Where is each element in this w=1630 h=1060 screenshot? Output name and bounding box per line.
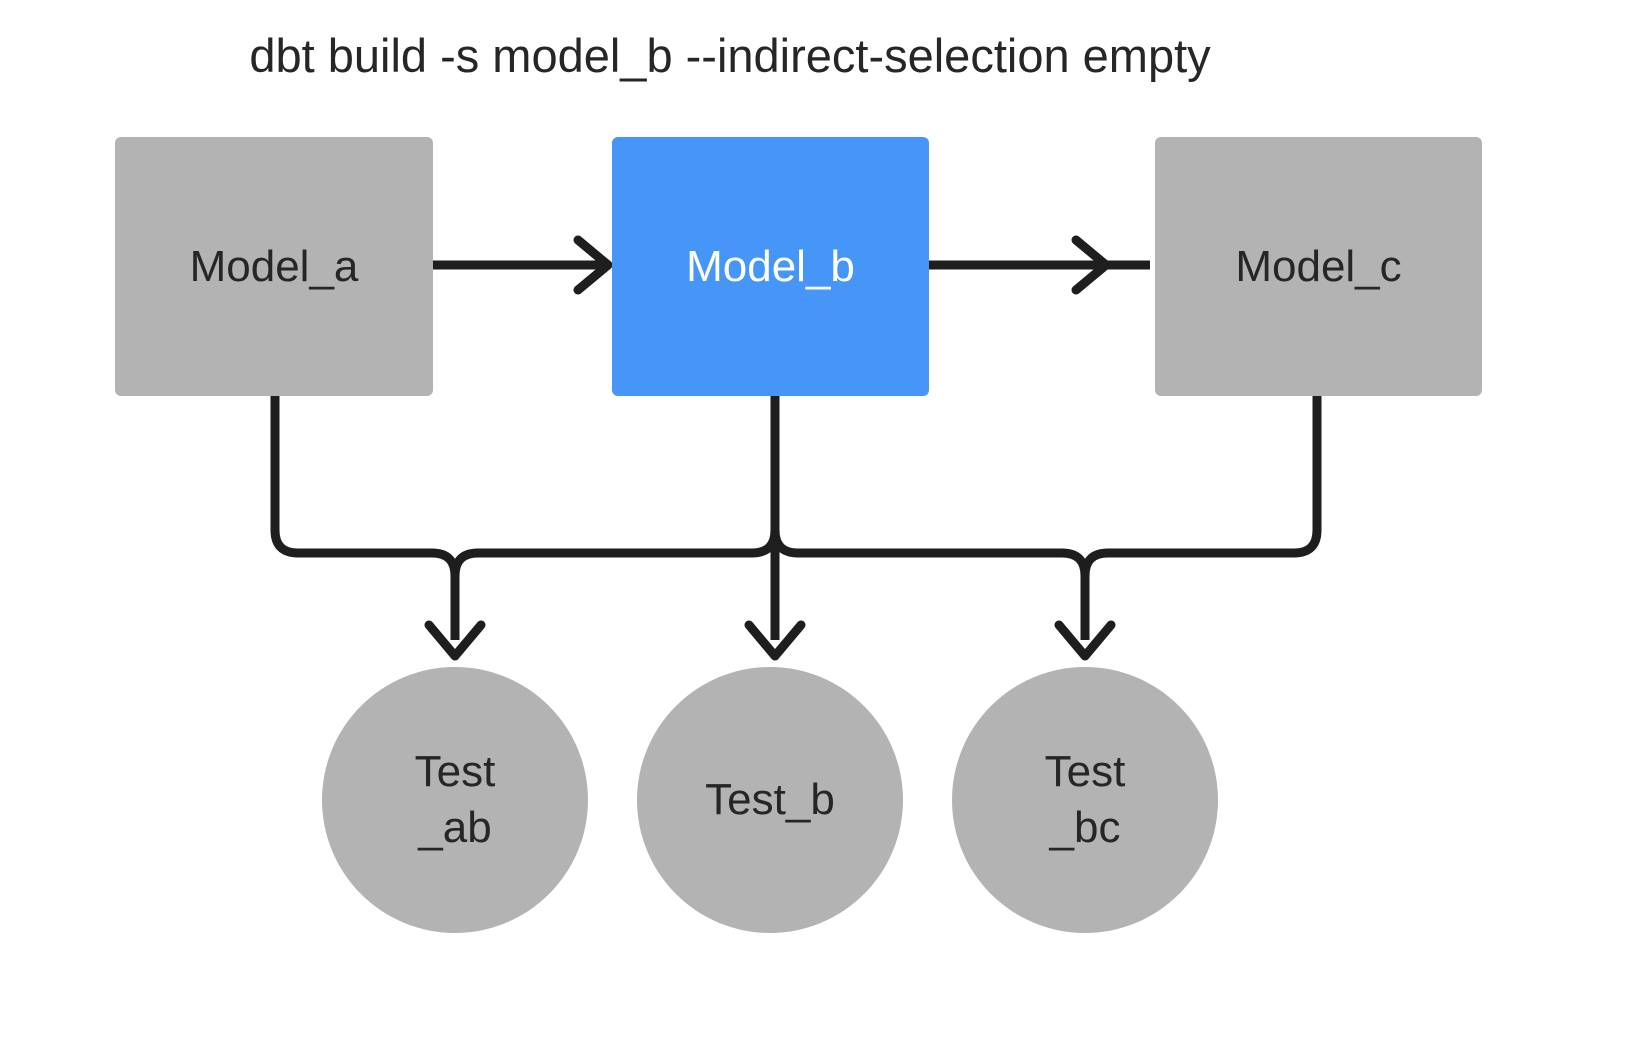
node-test-bc[interactable]: Test _bc — [952, 667, 1218, 933]
node-model-c-label: Model_c — [1235, 241, 1402, 291]
node-test-bc-label: Test _bc — [1044, 747, 1126, 852]
node-model-a-label: Model_a — [189, 241, 359, 291]
edge-model-a-to-model-b — [433, 235, 613, 295]
node-test-b[interactable]: Test_b — [637, 667, 903, 933]
edge-model-a-to-test-ab — [270, 396, 486, 661]
node-model-b[interactable]: Model_b — [612, 137, 929, 396]
diagram-title: dbt build -s model_b --indirect-selectio… — [249, 29, 1211, 82]
node-test-b-label: Test_b — [705, 775, 835, 824]
edge-model-b-to-test-b — [744, 396, 806, 661]
node-model-a[interactable]: Model_a — [115, 137, 433, 396]
node-model-b-label: Model_b — [686, 241, 855, 291]
node-test-ab[interactable]: Test _ab — [322, 667, 588, 933]
node-test-ab-label: Test _ab — [414, 747, 496, 852]
edge-model-b-to-test-bc — [770, 529, 1116, 661]
edge-model-c-to-test-bc — [1080, 396, 1322, 577]
node-model-c[interactable]: Model_c — [1155, 137, 1482, 396]
edge-model-b-to-model-c — [928, 235, 1150, 295]
edge-model-b-to-test-ab — [450, 396, 780, 577]
